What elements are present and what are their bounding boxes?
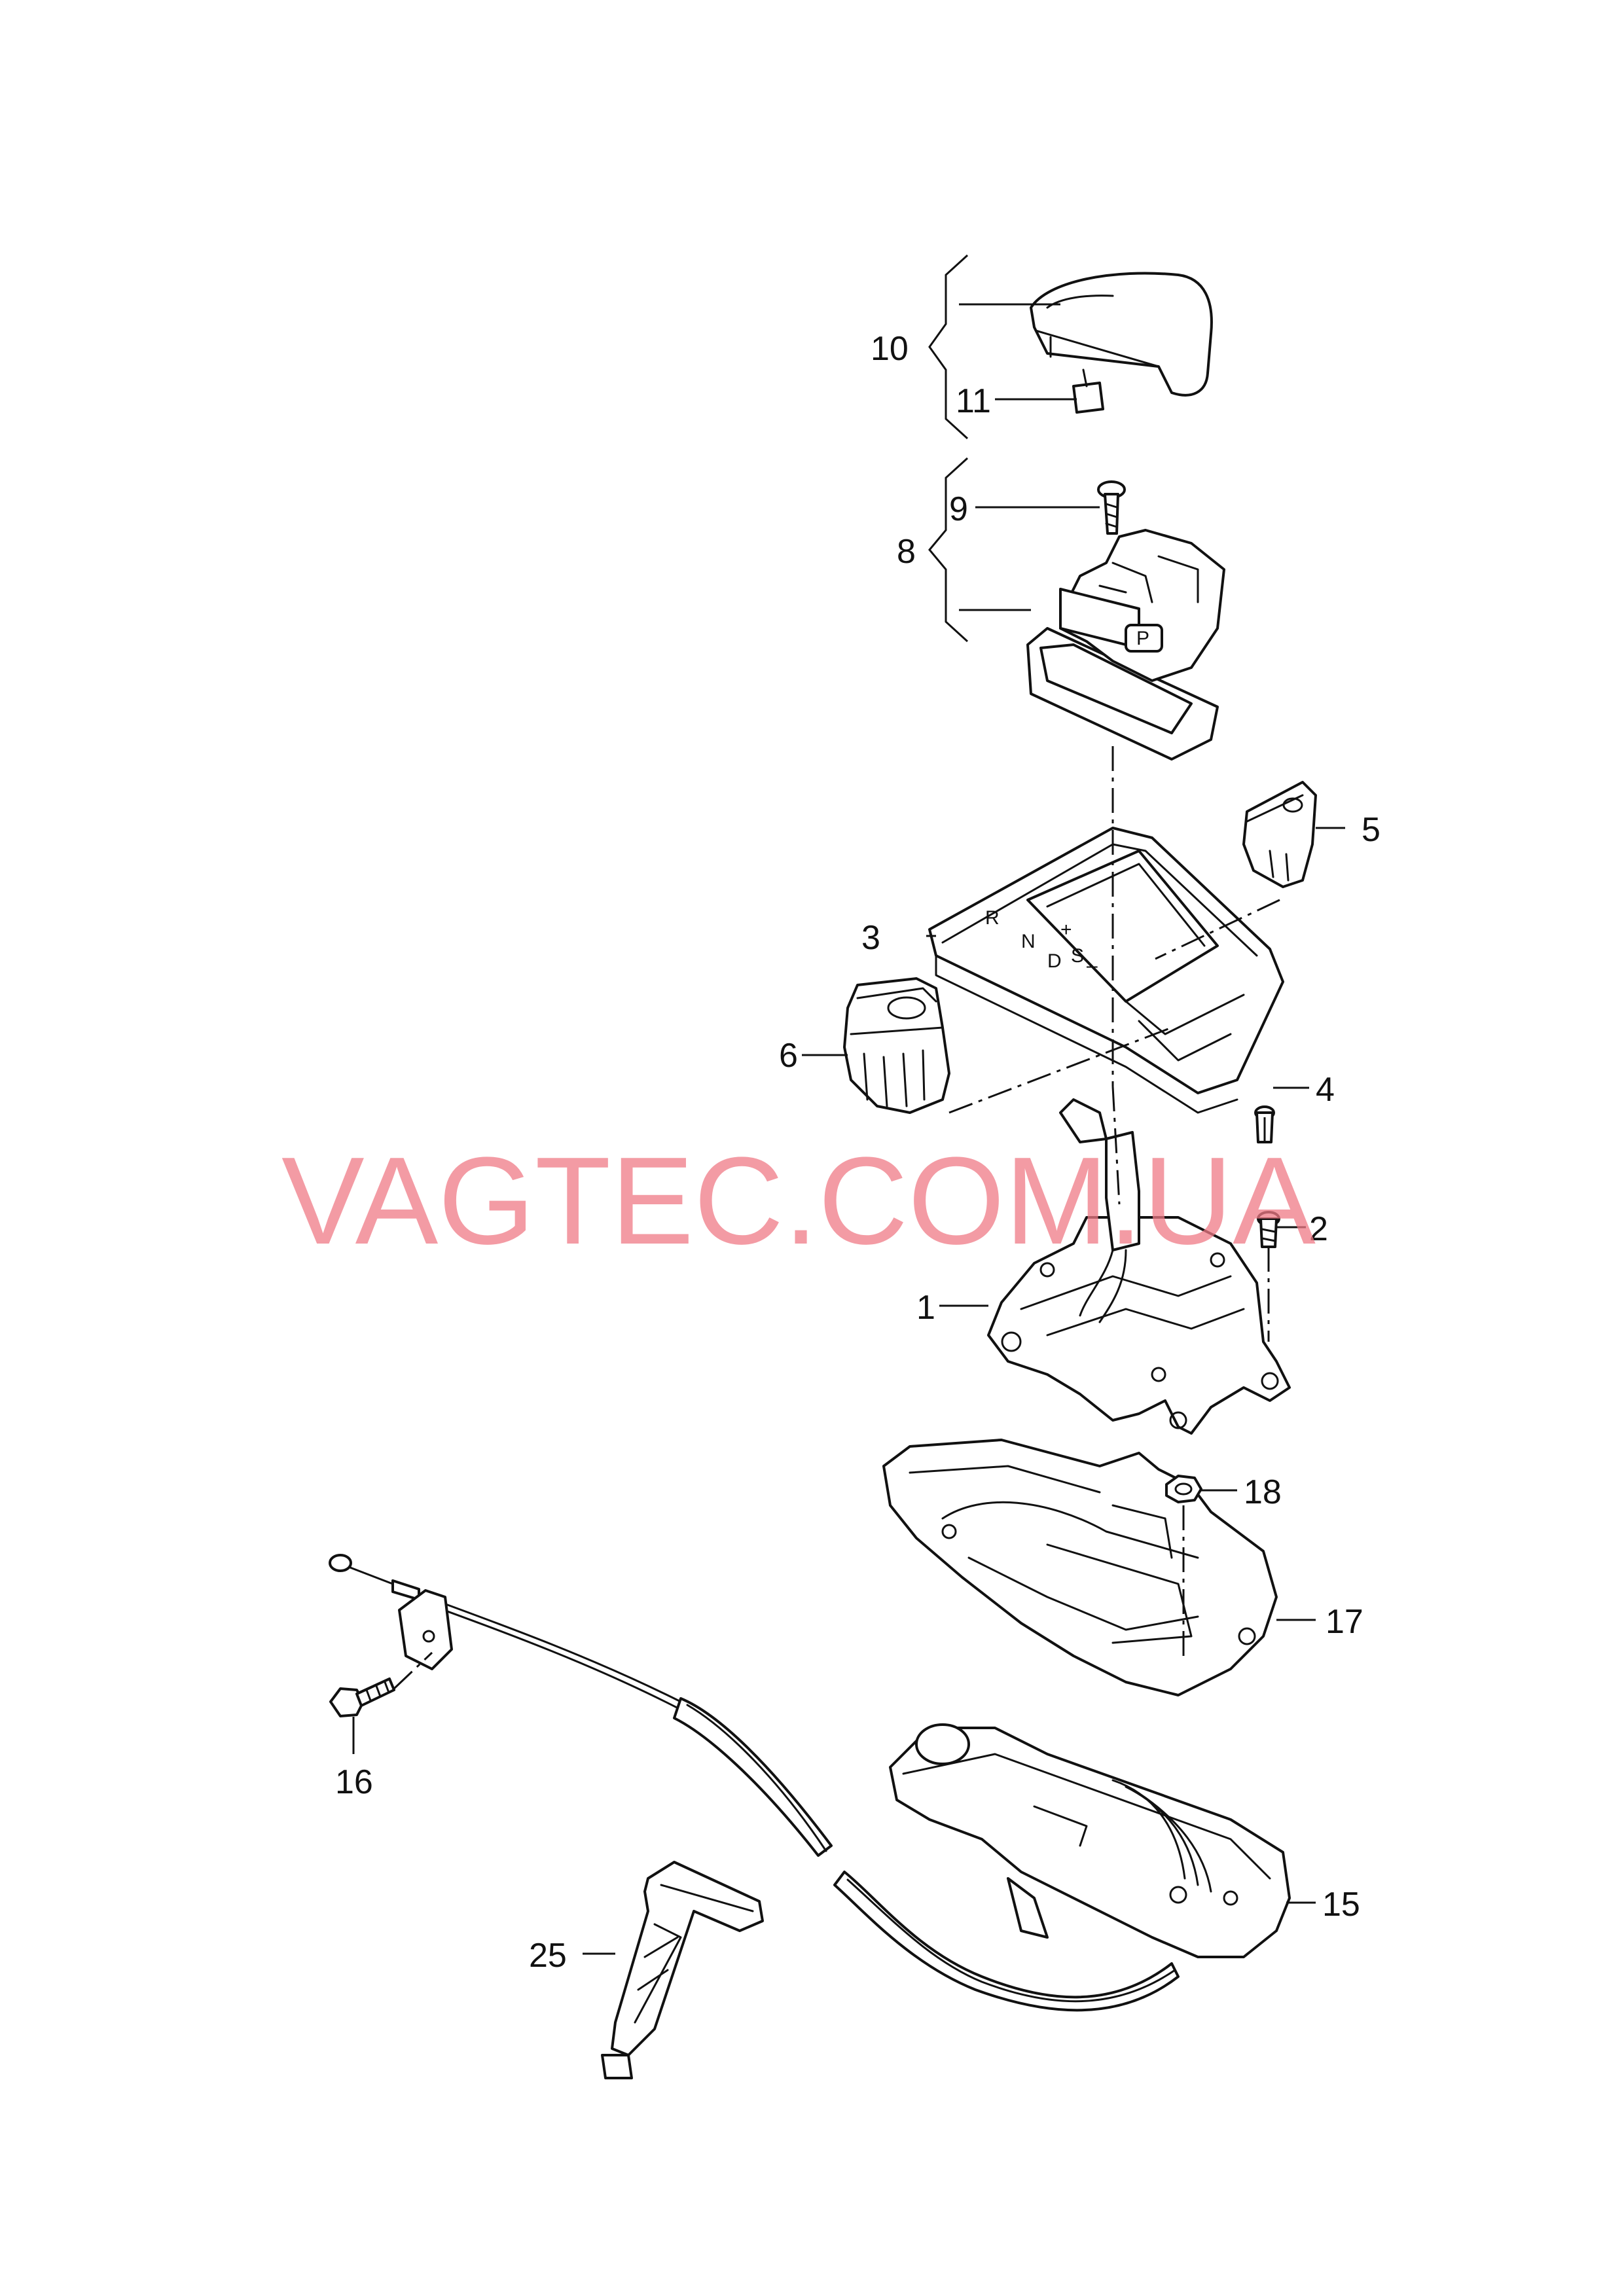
gear-marking-minus: –: [1087, 955, 1098, 977]
callout-17: 17: [1326, 1603, 1363, 1641]
callout-4: 4: [1316, 1071, 1335, 1109]
selector-housing-screw: [1257, 1211, 1280, 1248]
callout-9: 9: [949, 490, 968, 528]
gear-selector-mechanism: [987, 1098, 1291, 1435]
parking-lock-cable: [329, 1554, 1180, 2012]
gear-indicator-cover: R N D S + –: [928, 827, 1284, 1114]
callout-16: 16: [335, 1763, 373, 1801]
cable-bracket: [398, 1589, 453, 1670]
gear-marking-s: S: [1071, 945, 1084, 967]
callout-8: 8: [897, 533, 916, 571]
knob-retaining-clip: [1072, 368, 1104, 414]
selector-base-plate: [889, 1723, 1291, 1958]
gear-marking-n: N: [1021, 931, 1036, 952]
release-tool: [601, 1861, 764, 2079]
auto-hold-switch: [1242, 781, 1317, 888]
callout-brace-10: [928, 254, 969, 440]
callout-6: 6: [779, 1037, 798, 1075]
lever-mounting-screw: [1097, 480, 1126, 535]
hex-nut: [1165, 1475, 1202, 1503]
callout-11: 11: [956, 382, 991, 420]
gear-marking-r: R: [985, 907, 1000, 929]
callout-25: 25: [529, 1937, 567, 1975]
gear-marking-plus: +: [1060, 919, 1072, 941]
bracket-bolt: [329, 1677, 395, 1717]
gear-marking-d: D: [1047, 950, 1062, 972]
watermark-text: VAGTEC.COM.UA: [281, 1132, 1316, 1270]
lower-selector-housing: [882, 1439, 1278, 1696]
callout-15: 15: [1322, 1886, 1360, 1924]
parking-brake-switch: [843, 977, 950, 1114]
callout-18: 18: [1244, 1473, 1282, 1511]
leader-lines: [352, 303, 1345, 1955]
callout-3: 3: [861, 919, 880, 957]
selector-lever-module: P: [1026, 529, 1225, 761]
callout-5: 5: [1362, 811, 1380, 849]
callout-labels: 10 11 9 8 5 3 6 4 2 1 18 17 15 16 25: [335, 330, 1380, 1975]
callout-10: 10: [871, 330, 909, 368]
callout-2: 2: [1309, 1210, 1328, 1248]
assembly-axis-lines: [393, 746, 1280, 1690]
park-button-label: P: [1136, 628, 1149, 649]
selector-knob-cover: [1030, 272, 1213, 397]
callout-1: 1: [916, 1289, 935, 1327]
callout-brace-8: [928, 457, 969, 643]
